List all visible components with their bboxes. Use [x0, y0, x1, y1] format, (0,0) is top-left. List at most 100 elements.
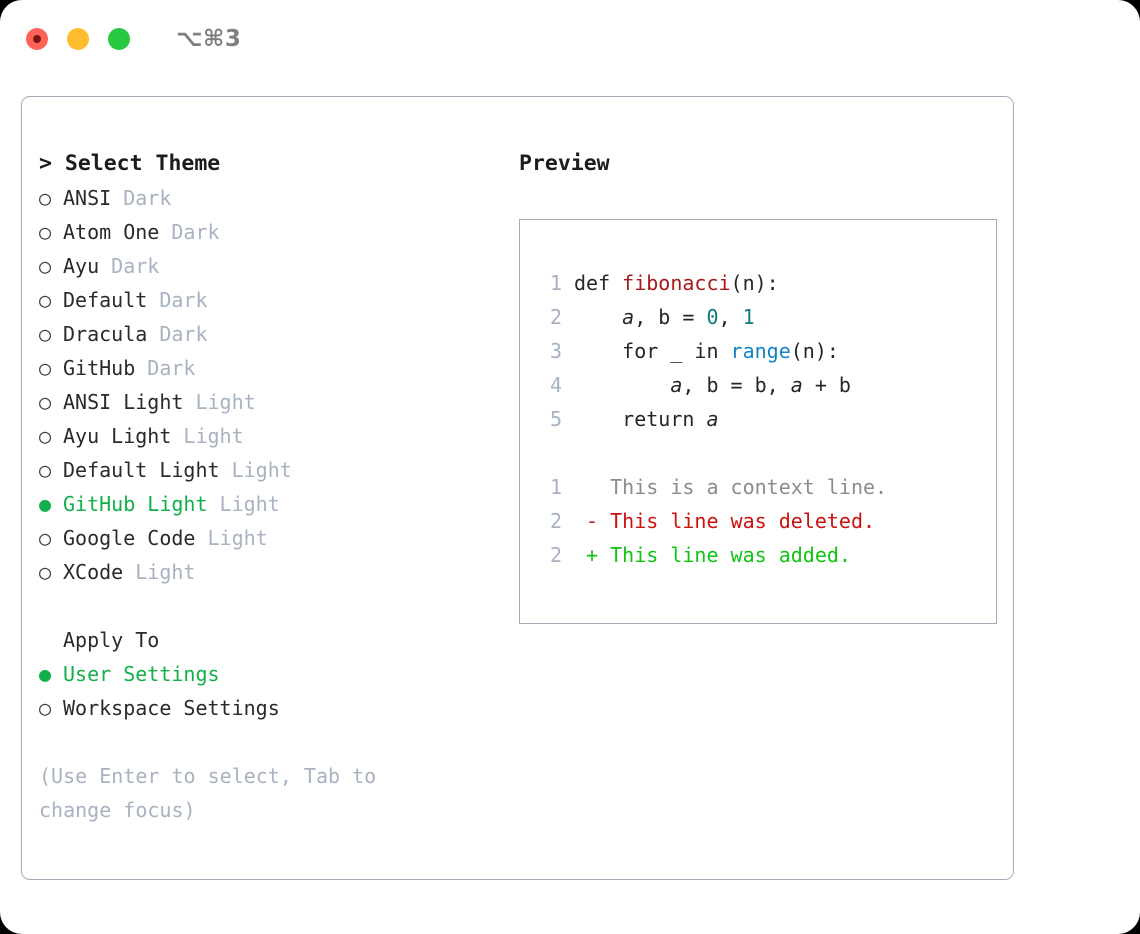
- diff-line: 1 This is a context line.: [534, 470, 996, 504]
- code-token: [574, 373, 670, 397]
- radio-unselected-icon: ○: [39, 220, 52, 244]
- option-suffix: Dark: [99, 254, 160, 278]
- theme-option-11[interactable]: ○ XCode Light: [39, 555, 501, 589]
- option-label: Ayu Light: [63, 424, 172, 448]
- option-label: Dracula: [63, 322, 148, 346]
- option-suffix: Light: [171, 424, 244, 448]
- line-number: 1: [549, 271, 562, 295]
- theme-option-list[interactable]: ○ANSI Dark○Atom One Dark○Ayu Dark○Defaul…: [39, 181, 501, 589]
- theme-option-10[interactable]: ○Google Code Light: [39, 521, 501, 555]
- option-label: Ayu: [63, 254, 100, 278]
- option-suffix: Light: [123, 560, 196, 584]
- code-token: (n):: [790, 339, 839, 363]
- option-suffix: Dark: [111, 186, 172, 210]
- radio-selected-icon: ●: [39, 492, 52, 516]
- keyboard-hint-text: (Use Enter to select, Tab to change focu…: [39, 764, 377, 822]
- theme-option-2[interactable]: ○ Ayu Dark: [39, 249, 501, 283]
- code-token: 0: [706, 305, 719, 329]
- zoom-button[interactable]: [108, 28, 130, 50]
- code-line-text: return a: [574, 402, 719, 436]
- option-suffix: Light: [219, 458, 292, 482]
- theme-option-6[interactable]: ○ANSI Light Light: [39, 385, 501, 419]
- apply-option-0[interactable]: ● User Settings: [39, 657, 501, 691]
- theme-option-1[interactable]: ○Atom One Dark: [39, 215, 501, 249]
- diff-sample: 1 This is a context line. 2 - This line w…: [534, 470, 996, 572]
- title-bar: ⌥⌘3: [0, 0, 1140, 78]
- option-label: User Settings: [63, 662, 220, 686]
- code-line: 5 return a: [534, 402, 996, 436]
- radio-unselected-icon: ○: [39, 288, 52, 312]
- theme-option-5[interactable]: ○ GitHub Dark: [39, 351, 501, 385]
- code-token: a: [790, 373, 803, 397]
- code-token: fibonacci: [622, 271, 731, 295]
- code-token: ,: [718, 305, 743, 329]
- option-label: ANSI Light: [63, 390, 184, 414]
- code-token: [574, 305, 622, 329]
- radio-unselected-icon: ○: [39, 424, 52, 448]
- code-token: a: [622, 305, 635, 329]
- option-suffix: Dark: [147, 288, 208, 312]
- line-number: 2: [549, 509, 562, 533]
- code-token: def: [574, 271, 623, 295]
- radio-unselected-icon: ○: [39, 696, 52, 720]
- option-label: Default: [63, 288, 148, 312]
- code-token: 1: [742, 305, 755, 329]
- option-suffix: Light: [195, 526, 268, 550]
- code-token: , b =: [634, 305, 707, 329]
- select-theme-header: > Select Theme: [39, 151, 221, 176]
- line-number: 1: [549, 475, 562, 499]
- minimize-button[interactable]: [67, 28, 89, 50]
- close-button[interactable]: [26, 28, 48, 50]
- radio-unselected-icon: ○: [39, 322, 52, 346]
- radio-unselected-icon: ○: [39, 254, 52, 278]
- diff-line-text: + This line was added.: [574, 543, 851, 567]
- theme-option-9[interactable]: ● GitHub Light Light: [39, 487, 501, 521]
- code-token: for _ in: [574, 339, 731, 363]
- radio-selected-icon: ●: [39, 662, 52, 686]
- close-dot-icon: [33, 35, 41, 43]
- diff-line-text: This is a context line.: [574, 475, 888, 499]
- option-suffix: Dark: [147, 322, 208, 346]
- code-token: , b = b,: [682, 373, 791, 397]
- theme-option-7[interactable]: ○ Ayu Light Light: [39, 419, 501, 453]
- option-suffix: Dark: [135, 356, 196, 380]
- line-number: 3: [549, 339, 562, 363]
- code-line-text: def fibonacci(n):: [574, 266, 779, 300]
- code-line: 4 a, b = b, a + b: [534, 368, 996, 402]
- apply-to-option-list[interactable]: ● User Settings ○ Workspace Settings: [39, 657, 501, 725]
- diff-line: 2 + This line was added.: [534, 538, 996, 572]
- radio-unselected-icon: ○: [39, 356, 52, 380]
- diff-line-text: - This line was deleted.: [574, 509, 876, 533]
- code-diff-gap: [534, 436, 996, 470]
- line-number: 4: [549, 373, 562, 397]
- code-token: a: [706, 407, 719, 431]
- code-token: return: [574, 407, 707, 431]
- option-label: Google Code: [63, 526, 196, 550]
- code-line-text: a, b = 0, 1: [574, 300, 755, 334]
- code-line: 3 for _ in range(n):: [534, 334, 996, 368]
- theme-selector-column: > Select Theme ○ANSI Dark○Atom One Dark○…: [39, 147, 501, 827]
- apply-option-1[interactable]: ○ Workspace Settings: [39, 691, 501, 725]
- option-label: XCode: [63, 560, 124, 584]
- option-label: ANSI: [63, 186, 112, 210]
- option-label: GitHub: [63, 356, 136, 380]
- theme-option-4[interactable]: ○ Dracula Dark: [39, 317, 501, 351]
- code-token: a: [670, 373, 683, 397]
- option-label: GitHub Light: [63, 492, 208, 516]
- option-suffix: Light: [207, 492, 280, 516]
- traffic-lights: [26, 28, 130, 50]
- line-number: 2: [549, 543, 562, 567]
- radio-unselected-icon: ○: [39, 390, 52, 414]
- line-number: 5: [549, 407, 562, 431]
- option-label: Workspace Settings: [63, 696, 280, 720]
- theme-option-3[interactable]: ○ Default Dark: [39, 283, 501, 317]
- code-token: range: [730, 339, 791, 363]
- keyboard-shortcut-label: ⌥⌘3: [176, 26, 242, 52]
- theme-option-8[interactable]: ○Default Light Light: [39, 453, 501, 487]
- option-suffix: Dark: [159, 220, 220, 244]
- theme-option-0[interactable]: ○ANSI Dark: [39, 181, 501, 215]
- radio-unselected-icon: ○: [39, 560, 52, 584]
